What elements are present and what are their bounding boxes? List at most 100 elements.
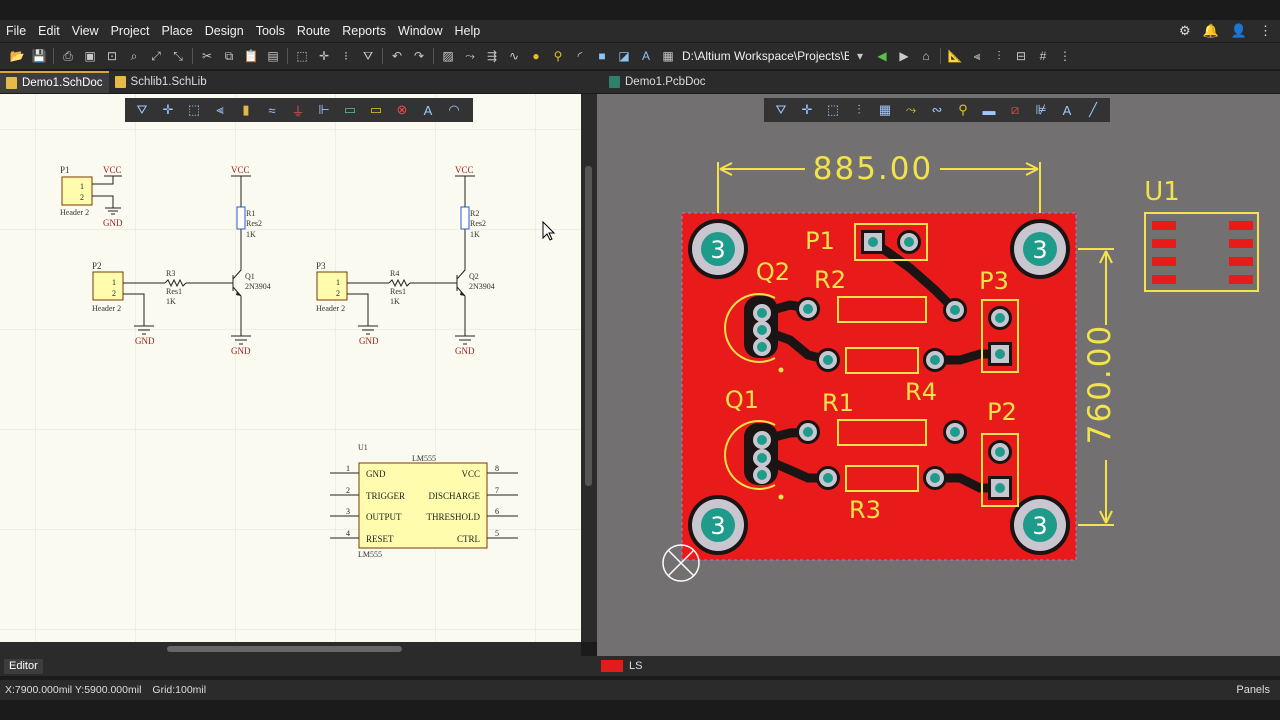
footprint-u1[interactable]: U1 <box>1144 177 1259 292</box>
menu-help[interactable]: Help <box>454 24 481 38</box>
q2-symbol[interactable] <box>450 268 466 336</box>
polygon-icon[interactable]: ◪ <box>618 49 630 63</box>
mounting-hole-bl[interactable]: 3 <box>688 495 748 555</box>
clear-filter-icon[interactable]: ⛛ <box>362 48 374 63</box>
room-icon[interactable]: ⊟ <box>1015 49 1027 63</box>
footprint-q1[interactable]: Q1 <box>724 386 784 500</box>
via-icon[interactable]: ● <box>532 49 540 63</box>
grid-icon[interactable]: # <box>1039 49 1047 63</box>
hatch-icon[interactable]: ▨ <box>442 49 454 63</box>
filter-icon[interactable]: ⛛ <box>136 102 148 117</box>
arc-icon[interactable]: ◠ <box>448 102 460 117</box>
footprint-p3[interactable]: P3 <box>979 267 1019 373</box>
preview-icon[interactable]: ▣ <box>84 49 96 63</box>
menu-design[interactable]: Design <box>204 24 244 38</box>
select-area-icon[interactable]: ⬚ <box>296 49 308 63</box>
arc-icon[interactable]: ◜ <box>577 49 583 63</box>
user-icon[interactable]: 👤 <box>1230 23 1247 38</box>
r1-symbol[interactable] <box>236 206 246 230</box>
mounting-hole-tl[interactable]: 3 <box>688 219 748 279</box>
distribute-icon[interactable]: ⫶ <box>997 48 1001 63</box>
footprint-r2[interactable]: R2 <box>796 266 967 323</box>
q1-symbol[interactable] <box>226 268 242 336</box>
select-icon[interactable]: ⬚ <box>826 102 840 117</box>
route-icon[interactable]: ⤳ <box>905 102 917 117</box>
print-icon[interactable]: ⎙ <box>63 48 73 63</box>
back-icon[interactable]: ◀ <box>877 49 887 63</box>
directive-icon[interactable]: ⊗ <box>396 102 408 117</box>
menu-view[interactable]: View <box>71 24 99 38</box>
string-icon[interactable]: A <box>641 49 650 63</box>
redo-icon[interactable]: ↷ <box>413 49 425 63</box>
text-icon[interactable]: A <box>1062 102 1072 118</box>
keepout-icon[interactable]: ⧄ <box>1010 102 1020 117</box>
header-p3[interactable]: P3 1 2 Header 2 <box>316 261 348 313</box>
paste-icon[interactable]: 📋 <box>243 49 259 63</box>
menu-project[interactable]: Project <box>110 24 150 38</box>
pad-icon[interactable]: ⚲ <box>958 102 968 117</box>
pcb-canvas[interactable]: 885.00 760.00 3 3 3 3 P1 Q2 R2 R4 <box>597 94 1280 656</box>
schematic-horizontal-scroll-thumb[interactable] <box>167 646 402 652</box>
measure-icon[interactable]: 📐 <box>947 49 963 63</box>
save-icon[interactable]: 💾 <box>31 49 47 63</box>
menu-place[interactable]: Place <box>161 24 193 38</box>
schematic-vertical-scroll-thumb[interactable] <box>585 166 592 486</box>
move-icon[interactable]: ✛ <box>318 49 330 63</box>
align-left-icon[interactable]: ⫷ <box>973 48 981 63</box>
rubber-stamp-icon[interactable]: ▤ <box>267 49 279 63</box>
mounting-hole-br[interactable]: 3 <box>1010 495 1070 555</box>
footprint-r4[interactable]: R4 <box>816 347 947 406</box>
bell-icon[interactable]: 🔔 <box>1202 23 1219 38</box>
port-icon[interactable]: ▭ <box>369 102 383 117</box>
copy-icon[interactable]: ⧉ <box>224 48 234 63</box>
menu-edit[interactable]: Edit <box>38 24 60 38</box>
align-icon[interactable]: ⫶ <box>857 102 861 117</box>
zoom-selected-icon[interactable]: ⤢ <box>151 48 161 63</box>
menu-overflow-icon[interactable]: ⋮ <box>1259 23 1272 38</box>
place-component-icon[interactable]: ▦ <box>878 102 892 117</box>
tab-demo1-pcbdoc[interactable]: Demo1.PcbDoc <box>603 71 712 93</box>
r3-symbol[interactable] <box>164 278 187 288</box>
zoom-area-icon[interactable]: ⌕ <box>130 48 138 63</box>
mounting-hole-tr[interactable]: 3 <box>1010 219 1070 279</box>
footprint-r3[interactable]: R3 <box>816 465 947 524</box>
gnd-port-icon[interactable]: ⏚ <box>291 103 305 119</box>
diff-pair-icon[interactable]: ∾ <box>931 102 943 117</box>
u1-lm555[interactable]: U1 LM555 LM555 1 2 3 4 GND TRIGGER OUTPU… <box>330 443 518 559</box>
fill-icon[interactable]: ▬ <box>982 102 996 118</box>
r2-symbol[interactable] <box>460 206 470 230</box>
project-path-field[interactable]: D:\Altium Workspace\Projects\Bar <box>679 46 849 66</box>
header-p1[interactable]: P1 1 2 Header 2 <box>60 165 93 217</box>
place-part-icon[interactable]: ▮ <box>242 102 250 117</box>
panels-button[interactable]: Panels <box>1236 684 1270 696</box>
footprint-p2[interactable]: P2 <box>981 398 1019 507</box>
interactive-route-icon[interactable]: ∿ <box>508 49 520 63</box>
move-icon[interactable]: ✛ <box>801 102 813 117</box>
header-p2[interactable]: P2 1 2 Header 2 <box>92 261 124 313</box>
align-icon[interactable]: ⁝ <box>344 49 348 63</box>
route-icon[interactable]: ⤳ <box>465 48 475 63</box>
menu-file[interactable]: File <box>6 24 27 38</box>
pcb-board-outline[interactable] <box>681 212 1077 561</box>
filter-icon[interactable]: ⛛ <box>775 102 787 117</box>
wire-icon[interactable]: ≈ <box>268 102 276 118</box>
gear-icon[interactable]: ⚙ <box>1178 23 1191 38</box>
menu-tools[interactable]: Tools <box>255 24 285 38</box>
layer-set-label[interactable]: LS <box>629 660 643 672</box>
path-dropdown-icon[interactable]: ▾ <box>856 49 864 63</box>
fill-icon[interactable]: ■ <box>598 49 606 63</box>
menu-reports[interactable]: Reports <box>342 24 387 38</box>
menu-route[interactable]: Route <box>296 24 331 38</box>
toolbar-overflow-icon[interactable]: ⋮ <box>1059 49 1071 63</box>
component-icon[interactable]: ▦ <box>662 49 674 63</box>
sheet-symbol-icon[interactable]: ▭ <box>343 102 357 117</box>
zoom-fit-icon[interactable]: ⊡ <box>106 49 118 63</box>
select-icon[interactable]: ⬚ <box>187 102 201 117</box>
menu-window[interactable]: Window <box>398 24 443 38</box>
open-icon[interactable]: 📂 <box>9 49 25 63</box>
pad-icon[interactable]: ⚲ <box>553 49 563 63</box>
line-icon[interactable]: ╱ <box>1089 102 1097 117</box>
cut-icon[interactable]: ✂ <box>201 49 213 63</box>
tab-demo1-schdoc[interactable]: Demo1.SchDoc <box>0 71 109 93</box>
editor-tab[interactable]: Editor <box>4 659 43 674</box>
